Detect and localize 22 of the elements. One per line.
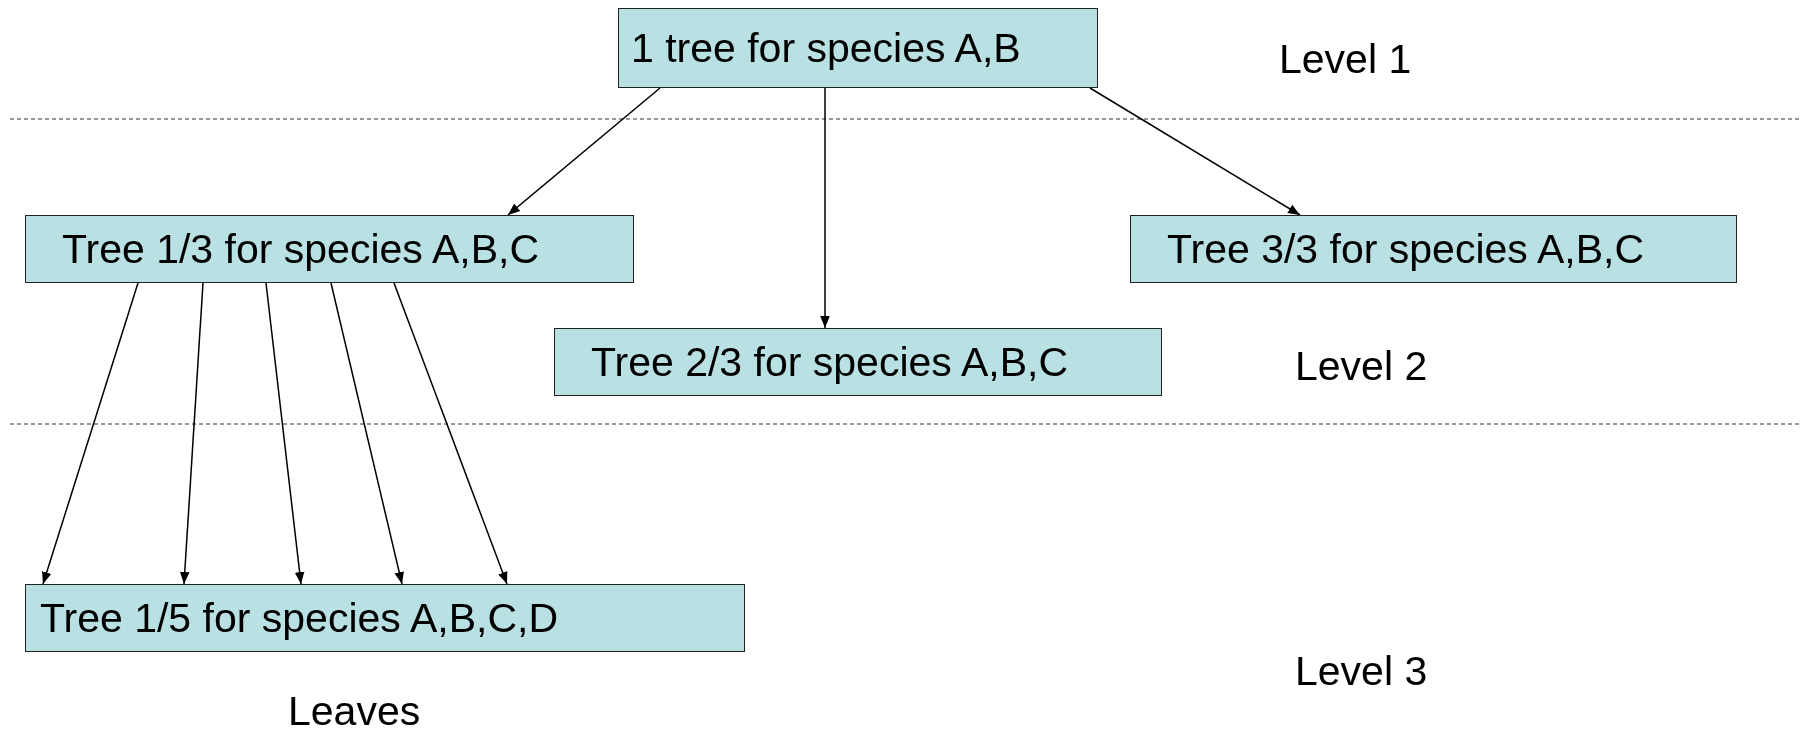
tree-box <box>618 8 1098 88</box>
box-label: Tree 2/3 for species A,B,C <box>591 338 1069 386</box>
tree-box <box>1130 215 1737 283</box>
arrow <box>330 282 404 585</box>
box-label: Tree 1/5 for species A,B,C,D <box>40 594 559 642</box>
tree-box <box>25 215 634 283</box>
box-label: Tree 1/3 for species A,B,C <box>62 225 540 273</box>
arrow <box>265 282 305 585</box>
arrow <box>42 282 139 585</box>
level-label: Level 1 <box>1279 36 1412 83</box>
tree-box <box>25 584 745 652</box>
arrow <box>1089 87 1301 216</box>
arrow <box>507 87 661 216</box>
box-label: 1 tree for species A,B <box>631 24 1021 72</box>
box-label: Tree 3/3 for species A,B,C <box>1167 225 1645 273</box>
level-label: Level 3 <box>1295 648 1428 695</box>
level-label: Level 2 <box>1295 343 1428 390</box>
tree-box <box>554 328 1162 396</box>
arrow <box>820 87 830 329</box>
level-label: Leaves <box>288 688 421 729</box>
arrow <box>393 282 508 585</box>
arrow <box>179 282 204 585</box>
